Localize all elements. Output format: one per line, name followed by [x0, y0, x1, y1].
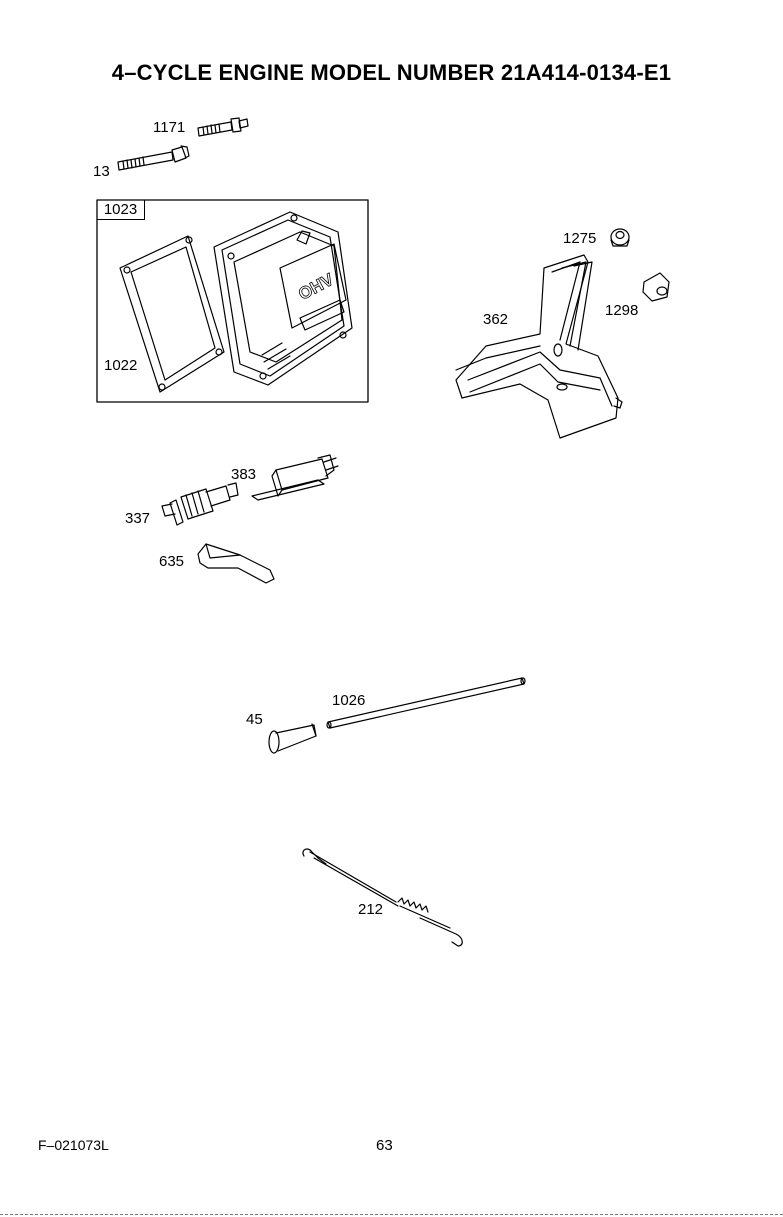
label-45: 45 — [246, 712, 263, 727]
label-13: 13 — [93, 164, 110, 179]
ohv-embossing: OHV — [295, 270, 337, 304]
label-1275: 1275 — [563, 231, 596, 246]
label-635: 635 — [159, 554, 184, 569]
baffle-362-part[interactable] — [456, 255, 622, 438]
label-362: 362 — [483, 312, 508, 327]
label-1022: 1022 — [104, 358, 137, 373]
governor-link-212-part[interactable] — [303, 849, 462, 946]
cap-1298-part[interactable] — [643, 273, 669, 301]
boot-635-part[interactable] — [198, 544, 274, 583]
stud-1171-part[interactable] — [198, 118, 248, 136]
nut-1275-part[interactable] — [611, 229, 629, 246]
bottom-rule — [0, 1214, 783, 1215]
page-number: 63 — [376, 1137, 393, 1154]
valve-cover-part[interactable]: OHV — [214, 212, 352, 385]
document-code: F–021073L — [38, 1137, 109, 1153]
valve-cover-kit-box — [97, 200, 368, 402]
bolt-13-part[interactable] — [118, 146, 189, 170]
label-1171: 1171 — [153, 120, 185, 135]
spark-plug-337-part[interactable] — [162, 483, 238, 525]
label-212: 212 — [358, 902, 383, 917]
label-1026: 1026 — [332, 693, 365, 708]
label-337: 337 — [125, 511, 150, 526]
label-1023: 1023 — [97, 200, 145, 220]
label-383: 383 — [231, 467, 256, 482]
module-383-part[interactable] — [252, 455, 338, 500]
label-1298: 1298 — [605, 303, 638, 318]
valve-45-part[interactable] — [269, 724, 316, 753]
